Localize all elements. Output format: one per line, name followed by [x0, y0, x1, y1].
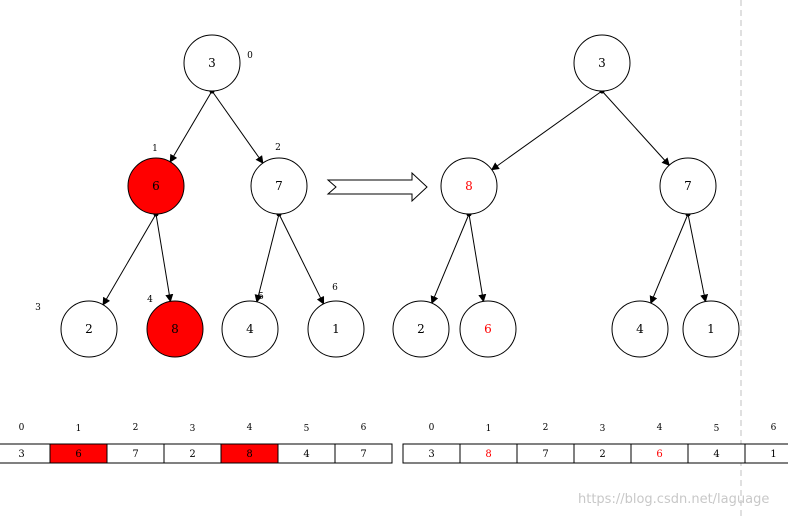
before-node-value: 1 — [332, 322, 340, 336]
after-edge — [687, 213, 709, 303]
after-node-5 — [611, 300, 669, 358]
after-node-value: 8 — [465, 179, 473, 193]
after-node-value: 1 — [707, 322, 715, 336]
after-node-0 — [573, 34, 631, 92]
after-node-1 — [440, 157, 498, 215]
after-edge — [490, 90, 603, 171]
after-array-index: 2 — [543, 423, 549, 433]
before-edge — [169, 90, 213, 163]
before-array-value: 3 — [18, 449, 24, 460]
before-array-value: 7 — [132, 449, 138, 460]
before-node-value: 7 — [275, 179, 283, 193]
before-node-value: 6 — [152, 179, 160, 193]
before-array-index: 6 — [361, 423, 367, 433]
before-array-cell-0 — [0, 443, 51, 464]
after-node-4 — [459, 300, 517, 358]
after-array-value: 1 — [770, 449, 776, 460]
before-edge — [254, 213, 280, 303]
before-node-value: 3 — [208, 56, 216, 70]
before-node-index-label: 3 — [35, 303, 41, 313]
before-array-index: 0 — [19, 423, 25, 433]
before-node-value: 8 — [171, 322, 179, 336]
before-node-index-label: 6 — [332, 283, 338, 293]
before-node-2 — [250, 157, 308, 215]
before-edge — [211, 90, 264, 164]
before-array-index: 4 — [247, 423, 253, 433]
before-node-index-label: 1 — [152, 144, 158, 154]
before-edge — [278, 213, 325, 305]
before-node-6 — [307, 300, 365, 358]
watermark: https://blog.csdn.net/laguage — [578, 492, 769, 507]
before-array-index: 3 — [190, 424, 196, 434]
transform-arrow-icon — [326, 171, 428, 203]
after-array-index: 6 — [771, 423, 777, 433]
before-edge — [102, 213, 157, 306]
after-array-index: 0 — [429, 423, 435, 433]
after-node-6 — [682, 300, 740, 358]
before-node-value: 4 — [246, 322, 254, 336]
after-array-cell-6 — [744, 443, 788, 464]
before-array-value: 2 — [189, 449, 195, 460]
before-node-0 — [183, 34, 241, 92]
before-array-index: 5 — [304, 424, 310, 434]
after-array-index: 5 — [714, 424, 720, 434]
after-edge — [468, 213, 487, 303]
before-edge — [155, 213, 174, 303]
after-node-value: 4 — [636, 322, 644, 336]
after-node-3 — [392, 300, 450, 358]
after-array-value: 2 — [599, 449, 605, 460]
before-node-5 — [221, 300, 279, 358]
after-array-index: 1 — [486, 424, 492, 434]
before-node-4 — [146, 300, 204, 358]
before-array-value: 8 — [246, 449, 252, 460]
after-edge — [601, 90, 670, 166]
after-edge — [430, 213, 470, 305]
before-node-index-label: 4 — [147, 295, 153, 305]
after-array-value: 8 — [485, 449, 491, 460]
after-array-value: 4 — [713, 449, 719, 460]
after-array-value: 3 — [428, 449, 434, 460]
after-array-value: 7 — [542, 449, 548, 460]
before-node-1 — [127, 157, 185, 215]
before-array-value: 6 — [75, 449, 81, 460]
after-node-value: 3 — [598, 56, 606, 70]
before-node-index-label: 2 — [275, 143, 281, 153]
before-array-value: 4 — [303, 449, 309, 460]
before-node-value: 2 — [85, 322, 93, 336]
after-array-index: 4 — [657, 423, 663, 433]
before-node-index-label: 5 — [258, 292, 264, 302]
before-node-3 — [60, 300, 118, 358]
after-node-2 — [659, 157, 717, 215]
after-array-value: 6 — [656, 449, 662, 460]
before-array-index: 2 — [133, 423, 139, 433]
before-array-index: 1 — [76, 424, 82, 434]
after-array-index: 3 — [600, 424, 606, 434]
after-edge — [649, 213, 689, 305]
before-array-value: 7 — [360, 449, 366, 460]
before-array-cell-6 — [334, 443, 393, 464]
before-node-index-label: 0 — [247, 51, 253, 61]
after-node-value: 7 — [684, 179, 692, 193]
after-node-value: 6 — [484, 322, 492, 336]
after-node-value: 2 — [417, 322, 425, 336]
